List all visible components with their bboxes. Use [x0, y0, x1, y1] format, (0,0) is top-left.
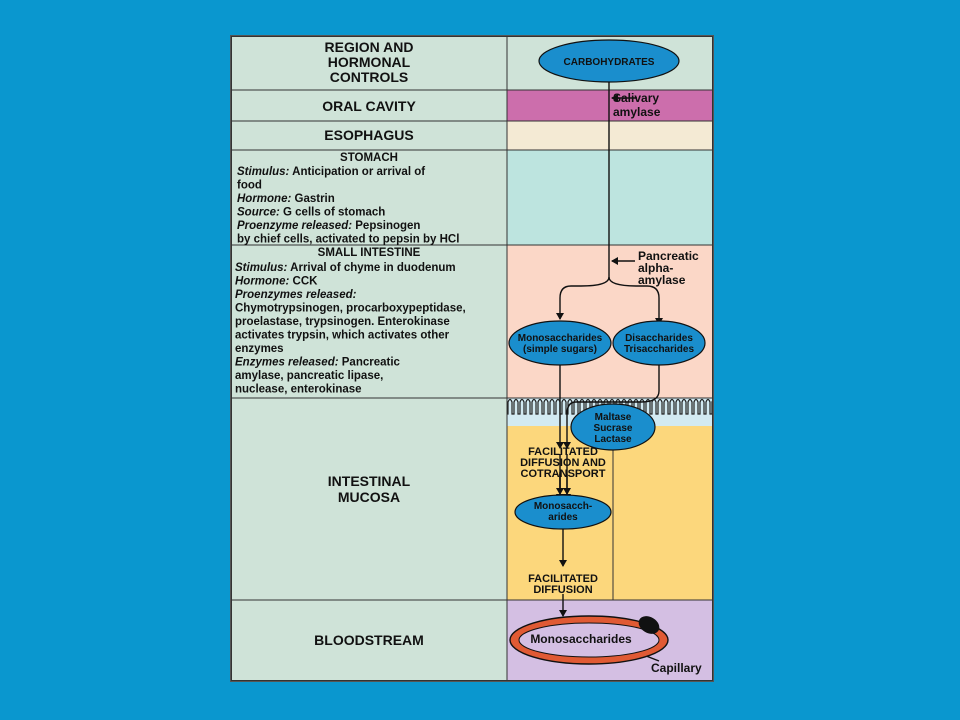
capillary-label: Capillary	[651, 661, 702, 675]
stomach-cell	[231, 150, 507, 245]
mucosa-cell-right	[613, 426, 713, 600]
oral-right	[507, 90, 713, 121]
capillary-vessel	[509, 615, 669, 665]
blood-monosaccharides-label: Monosaccharides	[530, 632, 632, 646]
blood-cell	[638, 616, 660, 634]
disaccharides-oval	[612, 320, 706, 366]
oral-cavity-cell	[231, 90, 507, 121]
branch-right	[608, 276, 663, 325]
monosaccharides-simple-label: Monosaccharides(simple sugars)	[518, 333, 603, 355]
small-intestine-cell	[231, 245, 507, 398]
monosacch-oval	[514, 494, 612, 530]
bloodstream-cell	[231, 600, 507, 681]
pathway-arrows	[556, 81, 663, 662]
branch-left	[556, 276, 610, 320]
brush-enzymes-oval	[570, 403, 656, 451]
monosacch-arides-label: Monosacch-arides	[534, 501, 592, 523]
stomach-title: STOMACH	[340, 152, 398, 164]
esophagus-right	[507, 121, 713, 150]
microvilli	[507, 398, 713, 415]
intestinal-mucosa-cell	[231, 398, 507, 600]
carbohydrates-oval	[538, 39, 680, 83]
monosaccharides-oval	[508, 320, 612, 366]
stomach-right	[507, 150, 713, 245]
small-intestine-right	[507, 245, 713, 398]
header-cell	[231, 36, 507, 90]
bloodstream-label: BLOODSTREAM	[314, 632, 424, 648]
grid-lines	[231, 36, 713, 681]
capillary-lumen	[518, 622, 660, 658]
oral-cavity-label: ORAL CAVITY	[322, 98, 416, 114]
esophagus-cell	[231, 121, 507, 150]
carbohydrates-label: CARBOHYDRATES	[564, 57, 655, 68]
left-column	[231, 36, 507, 681]
di-to-brush	[563, 364, 660, 449]
small-intestine-title: SMALL INTESTINE	[318, 247, 421, 259]
esophagus-label: ESOPHAGUS	[324, 127, 413, 143]
